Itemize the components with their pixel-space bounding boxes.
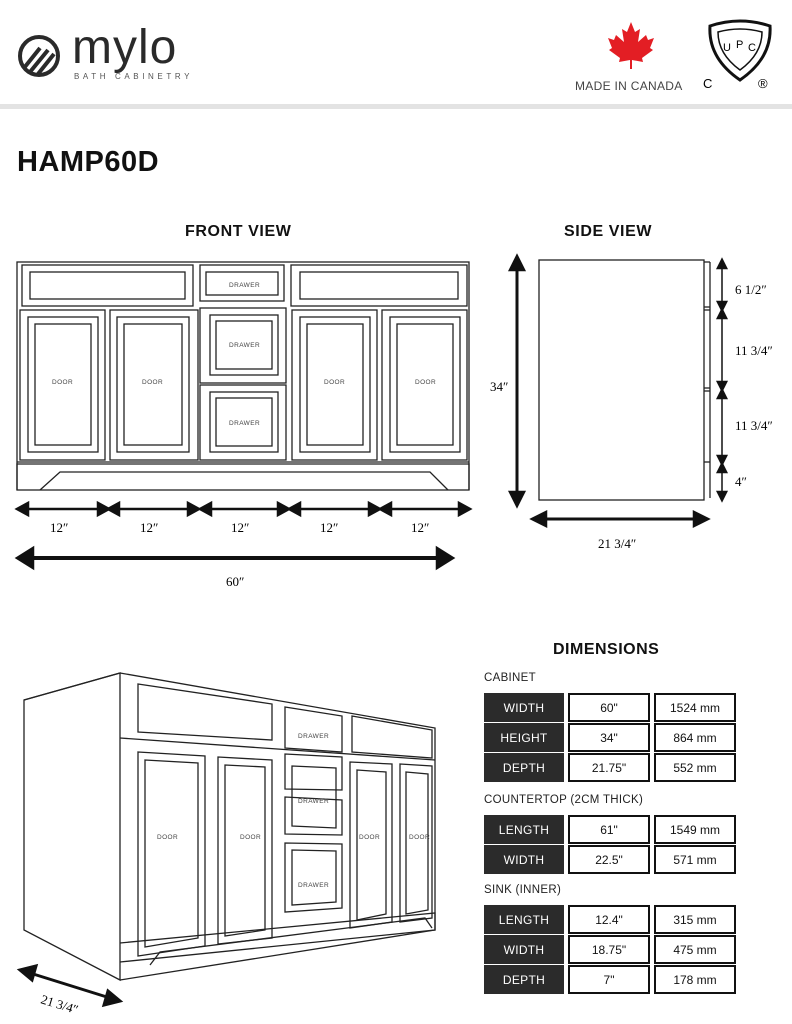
side-segment-2: 11 3/4″	[735, 343, 773, 358]
front-drawer-label-bottom: DRAWER	[229, 420, 260, 427]
row-inches: 12.4"	[568, 905, 650, 934]
made-in-canada: MADE IN CANADA	[575, 79, 683, 93]
row-inches: 61"	[568, 815, 650, 844]
front-view-drawing: DRAWER DRAWER DRAWER DOOR DOOR DOOR DOOR…	[14, 261, 473, 589]
row-mm: 864 mm	[654, 723, 736, 752]
row-inches: 34"	[568, 723, 650, 752]
table-row: LENGTH 61" 1549 mm	[484, 815, 736, 844]
table-row: WIDTH 18.75" 475 mm	[484, 935, 736, 964]
brand-name: mylo	[72, 21, 178, 74]
row-key: LENGTH	[484, 815, 564, 844]
table-row: LENGTH 12.4" 315 mm	[484, 905, 736, 934]
cabinet-side-panel	[538, 259, 705, 501]
iso-drawer-label-1: DRAWER	[298, 733, 329, 740]
segment-width-5: 12″	[411, 520, 429, 535]
row-mm: 1549 mm	[654, 815, 736, 844]
row-mm: 178 mm	[654, 965, 736, 994]
row-mm: 475 mm	[654, 935, 736, 964]
front-door-label-3: DOOR	[324, 379, 345, 386]
sink-dimensions-table: LENGTH 12.4" 315 mm WIDTH 18.75" 475 mm …	[480, 904, 740, 995]
row-key: LENGTH	[484, 905, 564, 934]
segment-width-4: 12″	[320, 520, 338, 535]
iso-side-panel	[23, 672, 121, 982]
model-title: HAMP60D	[17, 146, 160, 178]
header-divider	[0, 104, 792, 109]
upc-letter-u: U	[723, 42, 731, 54]
front-door-label-4: DOOR	[415, 379, 436, 386]
table-row: DEPTH 7" 178 mm	[484, 965, 736, 994]
countertop-dimensions-table: LENGTH 61" 1549 mm WIDTH 22.5" 571 mm	[480, 814, 740, 875]
row-key: WIDTH	[484, 935, 564, 964]
front-door-label-1: DOOR	[52, 379, 73, 386]
iso-door-label-2: DOOR	[240, 834, 261, 841]
iso-door-label-1: DOOR	[157, 834, 178, 841]
row-mm: 315 mm	[654, 905, 736, 934]
maple-leaf-icon	[608, 22, 654, 69]
front-drawer-label-middle: DRAWER	[229, 342, 260, 349]
side-view-title: SIDE VIEW	[564, 223, 653, 240]
cabinet-section-label: CABINET	[484, 672, 536, 684]
cabinet-front-frame	[16, 261, 470, 491]
segment-width-2: 12″	[140, 520, 158, 535]
row-inches: 60"	[568, 693, 650, 722]
countertop-section-label: COUNTERTOP (2CM THICK)	[484, 794, 644, 806]
row-key: DEPTH	[484, 965, 564, 994]
upc-certification-icon: U P C C ®	[703, 19, 772, 91]
side-height: 34″	[490, 379, 508, 394]
row-inches: 18.75"	[568, 935, 650, 964]
page-header: mylo BATH CABINETRY MADE IN CANADA U P C…	[0, 0, 792, 104]
side-segment-3: 11 3/4″	[735, 418, 773, 433]
iso-door-label-4: DOOR	[409, 834, 430, 841]
row-inches: 22.5"	[568, 845, 650, 874]
table-row: HEIGHT 34" 864 mm	[484, 723, 736, 752]
registered-mark: ®	[758, 76, 768, 91]
front-drawer-label-top: DRAWER	[229, 282, 260, 289]
row-key: WIDTH	[484, 845, 564, 874]
upc-letter-c: C	[748, 42, 756, 54]
dimensions-title: DIMENSIONS	[553, 641, 660, 658]
row-inches: 7"	[568, 965, 650, 994]
row-mm: 1524 mm	[654, 693, 736, 722]
row-key: WIDTH	[484, 693, 564, 722]
upc-letter-p: P	[736, 39, 743, 51]
row-key: HEIGHT	[484, 723, 564, 752]
side-view-drawing: 34″ 6 1/2″ 11 3/4″ 11 3/4″ 4″ 21 3/4″	[490, 253, 773, 551]
table-row: DEPTH 21.75" 552 mm	[484, 753, 736, 782]
iso-depth: 21 3/4″	[39, 992, 80, 1018]
row-inches: 21.75"	[568, 753, 650, 782]
row-key: DEPTH	[484, 753, 564, 782]
mylo-logo-icon	[18, 35, 60, 77]
side-segment-4: 4″	[735, 474, 747, 489]
iso-drawer-label-3: DRAWER	[298, 882, 329, 889]
row-mm: 552 mm	[654, 753, 736, 782]
side-segment-1: 6 1/2″	[735, 282, 767, 297]
front-view-title: FRONT VIEW	[185, 223, 292, 240]
total-width: 60″	[226, 574, 244, 589]
iso-door-label-3: DOOR	[359, 834, 380, 841]
side-depth: 21 3/4″	[598, 536, 636, 551]
front-door-label-2: DOOR	[142, 379, 163, 386]
segment-width-3: 12″	[231, 520, 249, 535]
csa-letter-c: C	[703, 76, 712, 91]
table-row: WIDTH 60" 1524 mm	[484, 693, 736, 722]
isometric-view-drawing: DOOR DOOR DOOR DOOR DRAWER DRAWER DRAWER…	[16, 672, 436, 1018]
cabinet-dimensions-table: WIDTH 60" 1524 mm HEIGHT 34" 864 mm DEPT…	[480, 692, 740, 783]
segment-width-1: 12″	[50, 520, 68, 535]
sink-section-label: SINK (INNER)	[484, 884, 562, 896]
row-mm: 571 mm	[654, 845, 736, 874]
brand-tagline: BATH CABINETRY	[74, 72, 194, 81]
iso-drawer-label-2: DRAWER	[298, 798, 329, 805]
table-row: WIDTH 22.5" 571 mm	[484, 845, 736, 874]
